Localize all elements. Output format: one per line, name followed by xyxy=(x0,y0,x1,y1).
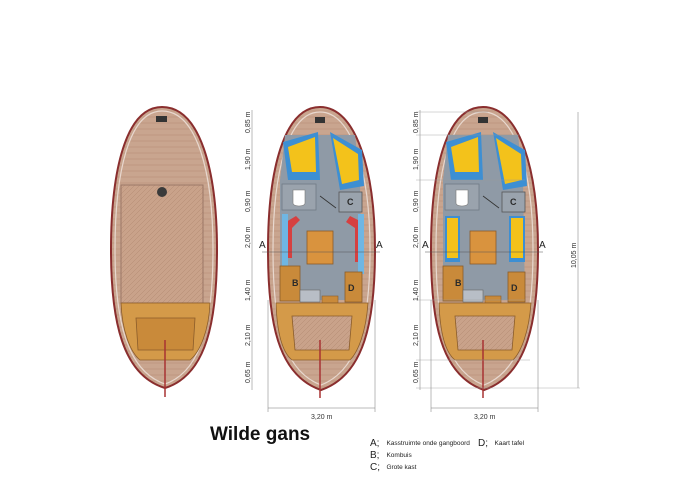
section-marker-a-1-left: A xyxy=(259,240,266,251)
legend-item-b: B; Kombuis xyxy=(370,445,412,463)
galley-b-1 xyxy=(279,265,301,302)
legend-item-a: A; Kasstruimte onde gangboord xyxy=(370,433,470,451)
dim-200-2: 2,00 m xyxy=(413,226,420,248)
legend-key-d: D; xyxy=(478,438,488,449)
saloon-seating-red xyxy=(286,216,300,258)
deck-hatch-circle xyxy=(157,187,167,197)
dim-190-1: 1,90 m xyxy=(245,148,252,170)
room-label-c-1: C xyxy=(347,197,354,207)
room-label-b-1: B xyxy=(292,278,299,288)
cupboard-c-1 xyxy=(338,191,363,213)
legend-text-a: Kasstruimte onde gangboord xyxy=(386,440,470,447)
dim-overall-length: 10,05 m xyxy=(571,243,578,268)
dim-140-1: 1,40 m xyxy=(245,279,252,301)
dim-065-2: 0,65 m xyxy=(413,361,420,383)
interior-view-2: C B D A A xyxy=(422,105,546,398)
interior-view-1: C B D A A xyxy=(259,105,383,398)
boat-name-title: Wilde gans xyxy=(210,424,311,445)
room-label-d-2: D xyxy=(511,283,518,293)
legend-text-b: Kombuis xyxy=(386,452,412,459)
galley-b-2 xyxy=(442,265,464,302)
dim-210-1: 2,10 m xyxy=(245,324,252,346)
chart-table-d-2 xyxy=(507,271,526,303)
dimensions-view-1: 0,85 m 1,90 m 0,90 m 2,00 m 1,40 m 2,10 … xyxy=(245,110,376,421)
dim-065-1: 0,65 m xyxy=(245,361,252,383)
legend-item-c: C; Grote kast xyxy=(370,457,416,475)
section-marker-a-2-right: A xyxy=(539,240,546,251)
legend-key-a: A; xyxy=(370,438,380,449)
room-label-c-2: C xyxy=(510,197,517,207)
legend-item-d: D; Kaart tafel xyxy=(478,433,524,451)
deck-bow-hatch xyxy=(156,116,167,122)
deck-view xyxy=(109,105,219,397)
dim-090-2: 0,90 m xyxy=(413,190,420,212)
dimensions-view-2: 0,85 m 1,90 m 0,90 m 2,00 m 1,40 m 2,10 … xyxy=(413,110,580,421)
dim-width-1: 3,20 m xyxy=(311,414,333,421)
dim-085-2: 0,85 m xyxy=(413,111,420,133)
dim-200-1: 2,00 m xyxy=(245,226,252,248)
dim-190-2: 1,90 m xyxy=(413,148,420,170)
dim-085-1: 0,85 m xyxy=(245,111,252,133)
legend-key-b: B; xyxy=(370,450,380,461)
room-label-b-2: B xyxy=(455,278,462,288)
cupboard-c-2 xyxy=(501,191,526,213)
section-marker-a-2-left: A xyxy=(422,240,429,251)
legend-text-d: Kaart tafel xyxy=(494,440,525,447)
dim-width-2: 3,20 m xyxy=(474,414,496,421)
legend-text-c: Grote kast xyxy=(386,464,417,471)
legend-key-c: C; xyxy=(370,462,380,473)
deck-cabin-roof xyxy=(120,184,204,304)
section-marker-a-1-right: A xyxy=(376,240,383,251)
saloon-table-2 xyxy=(469,230,497,265)
room-label-d-1: D xyxy=(348,283,355,293)
dim-090-1: 0,90 m xyxy=(245,190,252,212)
dim-210-2: 2,10 m xyxy=(413,324,420,346)
saloon-table-1 xyxy=(306,230,334,265)
dim-140-2: 1,40 m xyxy=(413,279,420,301)
chart-table-d-1 xyxy=(344,271,363,303)
